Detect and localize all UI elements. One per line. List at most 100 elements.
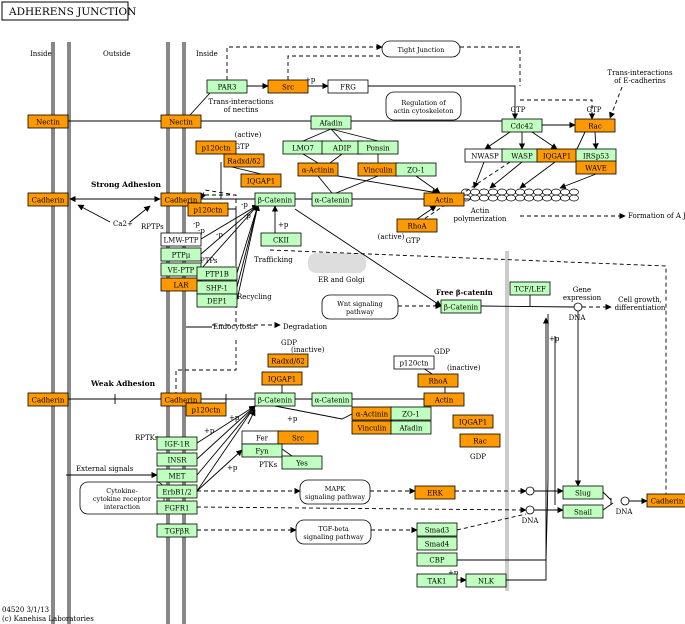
pathway-tight-junction[interactable]: Tight Junction [381, 40, 461, 58]
node-slug[interactable]: Slug [562, 485, 604, 500]
node-label: LMO7 [292, 145, 314, 153]
node-nlk[interactable]: NLK [465, 573, 507, 588]
node-actin1[interactable]: Actin [423, 192, 465, 207]
label-gtp-cdc42: GTP [511, 106, 526, 114]
node-adip[interactable]: ADIP [321, 140, 363, 155]
node-rac2[interactable]: Rac [459, 433, 501, 448]
node-b-catenin2[interactable]: β-Catenin [254, 392, 296, 407]
node-label: VE-PTP [167, 267, 195, 275]
node-smad4[interactable]: Smad4 [416, 536, 458, 551]
node-a-actinin2[interactable]: α-Actinin [351, 406, 393, 421]
node-nectin-r[interactable]: Nectin [160, 114, 202, 129]
node-par3[interactable]: PAR3 [206, 79, 248, 94]
edge [236, 204, 260, 274]
node-yes[interactable]: Yes [281, 455, 323, 470]
node-box [311, 392, 353, 407]
node-rhoa2[interactable]: RhoA [417, 373, 459, 388]
node-zo1-2[interactable]: ZO-1 [390, 406, 432, 421]
node-iqgap1-3[interactable]: IQGAP1 [261, 371, 303, 386]
node-irsp53[interactable]: IRSp53 [575, 148, 617, 163]
dna-junction-circle [620, 496, 630, 506]
node-tak1[interactable]: TAK1 [416, 573, 458, 588]
node-tgfbr[interactable]: TGFβR [156, 523, 198, 538]
node-wasp[interactable]: WASP [501, 148, 543, 163]
label-formation: Formation of A Js [628, 212, 685, 220]
label-recycling: Recycling [237, 293, 272, 301]
node-insr[interactable]: INSR [156, 452, 198, 467]
node-a-actinin1[interactable]: α-Actinin [297, 162, 339, 177]
node-fgfr1[interactable]: FGFR1 [156, 500, 198, 515]
node-src2[interactable]: Src [277, 430, 319, 445]
node-a-catenin1[interactable]: α-Catenin [311, 192, 353, 207]
node-shp1[interactable]: SHP-1 [196, 280, 238, 295]
actin-filament-bead [506, 194, 516, 202]
edge [416, 205, 437, 220]
label-gene-expr: Gene [573, 286, 591, 294]
node-frg[interactable]: FRG [327, 79, 369, 94]
node-cdc42[interactable]: Cdc42 [501, 118, 543, 133]
node-ckii[interactable]: CKII [260, 232, 302, 247]
node-igf1r[interactable]: IGF-1R [156, 436, 198, 451]
node-erk[interactable]: ERK [414, 485, 456, 500]
node-ptp1b[interactable]: PTP1B [196, 266, 238, 281]
node-veptp[interactable]: VE-PTP [160, 262, 202, 277]
edge [196, 405, 256, 460]
membrane-line-2 [67, 42, 71, 624]
node-a-catenin2[interactable]: α-Catenin [311, 392, 353, 407]
edge [196, 506, 527, 514]
node-zo1-1[interactable]: ZO-1 [395, 162, 437, 177]
node-ptpmu[interactable]: PTPμ [160, 247, 202, 262]
node-lar[interactable]: LAR [160, 277, 202, 292]
node-erbb12[interactable]: ErbB1/2 [156, 484, 198, 499]
node-tcf-lef[interactable]: TCF/LEF [509, 281, 551, 296]
node-cadherin-l2[interactable]: Cadherin [27, 392, 69, 407]
node-vinculin1[interactable]: Vinculin [357, 162, 399, 177]
node-cadherin-far[interactable]: Cadherin [646, 493, 685, 508]
node-label: Afadin [319, 120, 343, 128]
node-ponsin[interactable]: Ponsin [357, 140, 399, 155]
node-afadin2[interactable]: Afadin [390, 420, 432, 435]
node-p120ctn4[interactable]: p120ctn [185, 402, 227, 417]
node-nwasp[interactable]: NWASP [464, 148, 506, 163]
node-iqgap1-1[interactable]: IQGAP1 [240, 173, 282, 188]
node-p120ctn1[interactable]: p120ctn [195, 140, 237, 155]
node-wave[interactable]: WAVE [575, 160, 617, 175]
node-afadin1[interactable]: Afadin [310, 115, 352, 130]
node-p120ctn2[interactable]: p120ctn [187, 202, 229, 217]
node-label: IGF-1R [165, 441, 191, 449]
node-snail[interactable]: Snail [562, 504, 604, 519]
node-box [311, 192, 353, 207]
node-label: IQGAP1 [459, 419, 487, 427]
node-lmwptp[interactable]: LMW-PTP [160, 232, 202, 247]
node-b-catenin1[interactable]: β-Catenin [254, 192, 296, 207]
node-fer[interactable]: Fer [241, 430, 283, 445]
node-cbp[interactable]: CBP [416, 552, 458, 567]
node-fyn[interactable]: Fyn [241, 443, 283, 458]
node-met[interactable]: MET [156, 468, 198, 483]
node-lmo7[interactable]: LMO7 [282, 140, 324, 155]
node-p120ctn3[interactable]: p120ctn [393, 355, 435, 370]
node-box [646, 493, 685, 508]
node-actin2[interactable]: Actin [423, 392, 465, 407]
node-b-catenin-free[interactable]: β-Catenin [440, 299, 482, 314]
node-vinculin2[interactable]: Vinculin [351, 420, 393, 435]
node-smad3[interactable]: Smad3 [416, 522, 458, 537]
node-radixdel[interactable]: Radxd/δ2 [223, 153, 265, 168]
node-iqgap1-2[interactable]: IQGAP1 [536, 148, 578, 163]
dna-junction-circle [525, 505, 535, 515]
node-src1[interactable]: Src [267, 79, 309, 94]
node-radixdel2[interactable]: Radxd/δ2 [267, 353, 309, 368]
node-cadherin-l1[interactable]: Cadherin [27, 192, 69, 207]
node-box [310, 115, 352, 130]
node-rhoa1[interactable]: RhoA [396, 218, 438, 233]
node-nectin-l[interactable]: Nectin [27, 114, 69, 129]
label-active1: (active) [235, 131, 262, 139]
node-dep1[interactable]: DEP1 [196, 293, 238, 308]
node-rac[interactable]: Rac [574, 118, 616, 133]
node-iqgap1-4[interactable]: IQGAP1 [452, 414, 494, 429]
